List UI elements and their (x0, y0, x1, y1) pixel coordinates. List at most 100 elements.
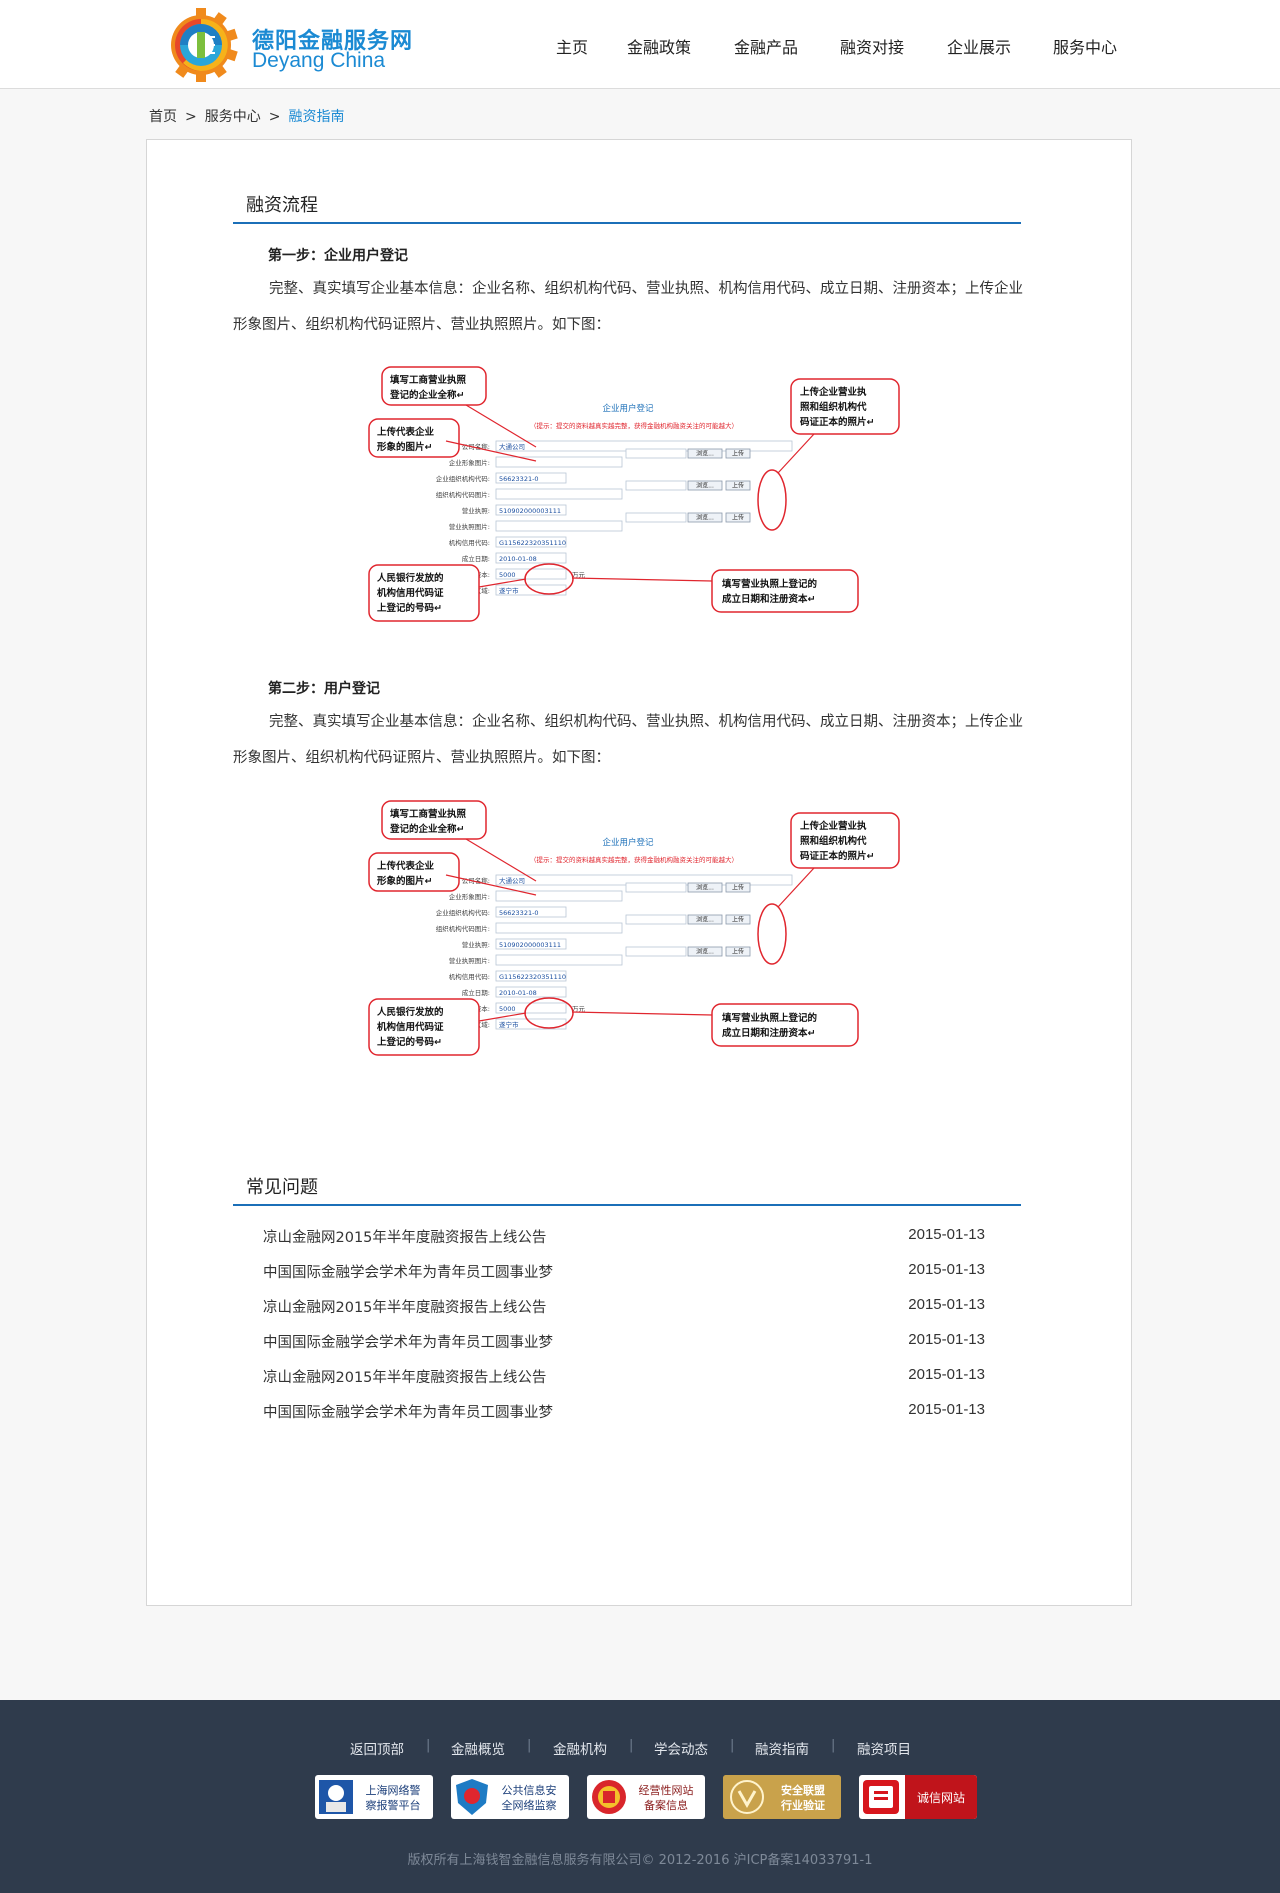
faq-item-title[interactable]: 凉山金融网2015年半年度融资报告上线公告 (263, 1370, 547, 1386)
breadcrumb: 首页>服务中心>融资指南 (149, 106, 344, 126)
faq-item-title[interactable]: 中国国际金融学会学术年为青年员工圆事业梦 (263, 1265, 553, 1281)
faq-item-title[interactable]: 中国国际金融学会学术年为青年员工圆事业梦 (263, 1335, 553, 1351)
browse-button-label: 浏览... (696, 948, 714, 956)
form-field-label: 企业组织机构代码: (436, 474, 490, 483)
file-path-input[interactable] (625, 512, 687, 523)
nav-financing-match[interactable]: 融资对接 (840, 38, 905, 57)
faq-item[interactable]: 中国国际金融学会学术年为青年员工圆事业梦 2015-01-13 (263, 1261, 985, 1282)
faq-item[interactable]: 凉山金融网2015年半年度融资报告上线公告 2015-01-13 (263, 1296, 985, 1317)
nav-home[interactable]: 主页 (556, 38, 589, 57)
browse-button[interactable] (687, 512, 723, 523)
file-path-input[interactable] (625, 914, 687, 925)
form-field-value: 遂宁市 (499, 586, 519, 595)
form-field-input[interactable] (495, 488, 623, 500)
upload-button[interactable] (725, 480, 751, 491)
form-field-input[interactable] (495, 552, 567, 564)
footer-link-financing-projects[interactable]: 融资项目 (857, 1742, 911, 1758)
form-field-input[interactable] (495, 520, 623, 532)
badge-trusted-label: 诚信网站 (917, 1791, 965, 1805)
upload-button-label: 上传 (732, 514, 744, 522)
badge-icp-record[interactable]: 经营性网站 备案信息 (587, 1775, 705, 1819)
browse-button[interactable] (687, 882, 723, 893)
section-title-process: 融资流程 (246, 195, 318, 216)
upload-button[interactable] (725, 946, 751, 957)
form-field-input[interactable] (495, 938, 567, 950)
form-field-label: 营业执照图片: (449, 956, 490, 965)
footer-link-institutions[interactable]: 金融机构 (553, 1742, 607, 1758)
breadcrumb-service-center[interactable]: 服务中心 (204, 109, 261, 125)
form-field-input[interactable] (495, 456, 623, 468)
callout-company-image-text: 形象的图片↵ (377, 441, 432, 453)
form-field-label: 成立日期: (462, 554, 490, 563)
file-path-input[interactable] (625, 946, 687, 957)
step-2-text: 完整、真实填写企业基本信息：企业名称、组织机构代码、营业执照、机构信用代码、成立… (233, 714, 1023, 766)
faq-item-title[interactable]: 凉山金融网2015年半年度融资报告上线公告 (263, 1230, 547, 1246)
upload-button-label: 上传 (732, 948, 744, 956)
nav-service-center[interactable]: 服务中心 (1053, 38, 1118, 57)
browse-button[interactable] (687, 480, 723, 491)
form-field-value: 5000 (499, 571, 516, 579)
form-field-input[interactable] (495, 890, 623, 902)
form-field-input[interactable] (495, 970, 567, 982)
footer-link-finance-overview[interactable]: 金融概览 (451, 1742, 505, 1758)
badge-security-line-2: 全网络监察 (502, 1798, 557, 1812)
form-field-input[interactable] (495, 906, 567, 918)
nav-finance-policy[interactable]: 金融政策 (627, 38, 692, 57)
form-field-input[interactable] (495, 922, 623, 934)
faq-item-title[interactable]: 中国国际金融学会学术年为青年员工圆事业梦 (263, 1405, 553, 1421)
form-field-input[interactable] (495, 536, 567, 548)
footer-separator: | (730, 1738, 735, 1753)
badge-alliance-line-1: 安全联盟 (781, 1783, 825, 1797)
faq-item-date: 2015-01-13 (908, 1296, 985, 1313)
registration-form-figure-1: 企业用户登记 （提示：提交的资料越真实越完整，获得金融机构融资关注的可能越大） … (366, 365, 902, 635)
callout-company-name-text: 登记的企业全称↵ (389, 389, 464, 401)
upload-button[interactable] (725, 448, 751, 459)
copyright: 版权所有上海钱智金融信息服务有限公司© 2012-2016 沪ICP备案1403… (407, 1853, 873, 1868)
upload-button-label: 上传 (732, 450, 744, 458)
browse-button[interactable] (687, 914, 723, 925)
callout-upload-photos-text: 照和组织机构代 (800, 401, 867, 413)
browse-button[interactable] (687, 448, 723, 459)
faq-item-title[interactable]: 凉山金融网2015年半年度融资报告上线公告 (263, 1300, 547, 1316)
form-field-input[interactable] (495, 986, 567, 998)
file-path-input[interactable] (625, 480, 687, 491)
footer-link-back-to-top[interactable]: 返回顶部 (350, 1742, 404, 1758)
badge-police-report[interactable]: 上海网络警 察报警平台 (315, 1775, 433, 1819)
badge-public-security[interactable]: 公共信息安 全网络监察 (451, 1775, 569, 1819)
form-unit: 万元 (572, 1005, 586, 1013)
form-field-label: 组织机构代码图片: (436, 924, 490, 933)
form-field-input[interactable] (495, 954, 623, 966)
upload-button[interactable] (725, 882, 751, 893)
footer-link-society-news[interactable]: 学会动态 (654, 1742, 708, 1758)
brand-name-en[interactable]: Deyang China (252, 49, 386, 72)
brand-name-cn[interactable]: 德阳金融服务网 (252, 29, 414, 54)
badge-safety-alliance[interactable]: 安全联盟 行业验证 (723, 1775, 841, 1819)
upload-button[interactable] (725, 512, 751, 523)
file-path-input[interactable] (625, 448, 687, 459)
callout-credit-code-text: 机构信用代码证 (377, 1021, 444, 1033)
form-field-value: 大通公司 (499, 442, 525, 451)
callout-date-capital-text: 成立日期和注册资本↵ (722, 1027, 815, 1039)
callout-upload-photos-text: 码证正本的照片↵ (800, 416, 874, 428)
upload-button[interactable] (725, 914, 751, 925)
form-field-input[interactable] (495, 504, 567, 516)
callout-date-capital-text: 填写营业执照上登记的 (722, 578, 818, 590)
browse-button[interactable] (687, 946, 723, 957)
form-field-input[interactable] (495, 472, 567, 484)
nav-finance-products[interactable]: 金融产品 (734, 38, 799, 57)
footer-separator: | (426, 1738, 431, 1753)
nav-enterprise-showcase[interactable]: 企业展示 (947, 38, 1012, 57)
file-path-input[interactable] (625, 882, 687, 893)
registration-form-figure-2: 企业用户登记 （提示：提交的资料越真实越完整，获得金融机构融资关注的可能越大） … (366, 799, 902, 1069)
form-field-label: 企业形象图片: (449, 892, 490, 901)
faq-item-date: 2015-01-13 (908, 1261, 985, 1278)
footer-separator: | (527, 1738, 532, 1753)
badge-trusted-site[interactable]: 诚信网站 (859, 1775, 977, 1819)
footer-link-financing-guide[interactable]: 融资指南 (755, 1742, 809, 1758)
breadcrumb-home[interactable]: 首页 (149, 109, 177, 125)
gear-logo-icon[interactable] (163, 7, 239, 83)
